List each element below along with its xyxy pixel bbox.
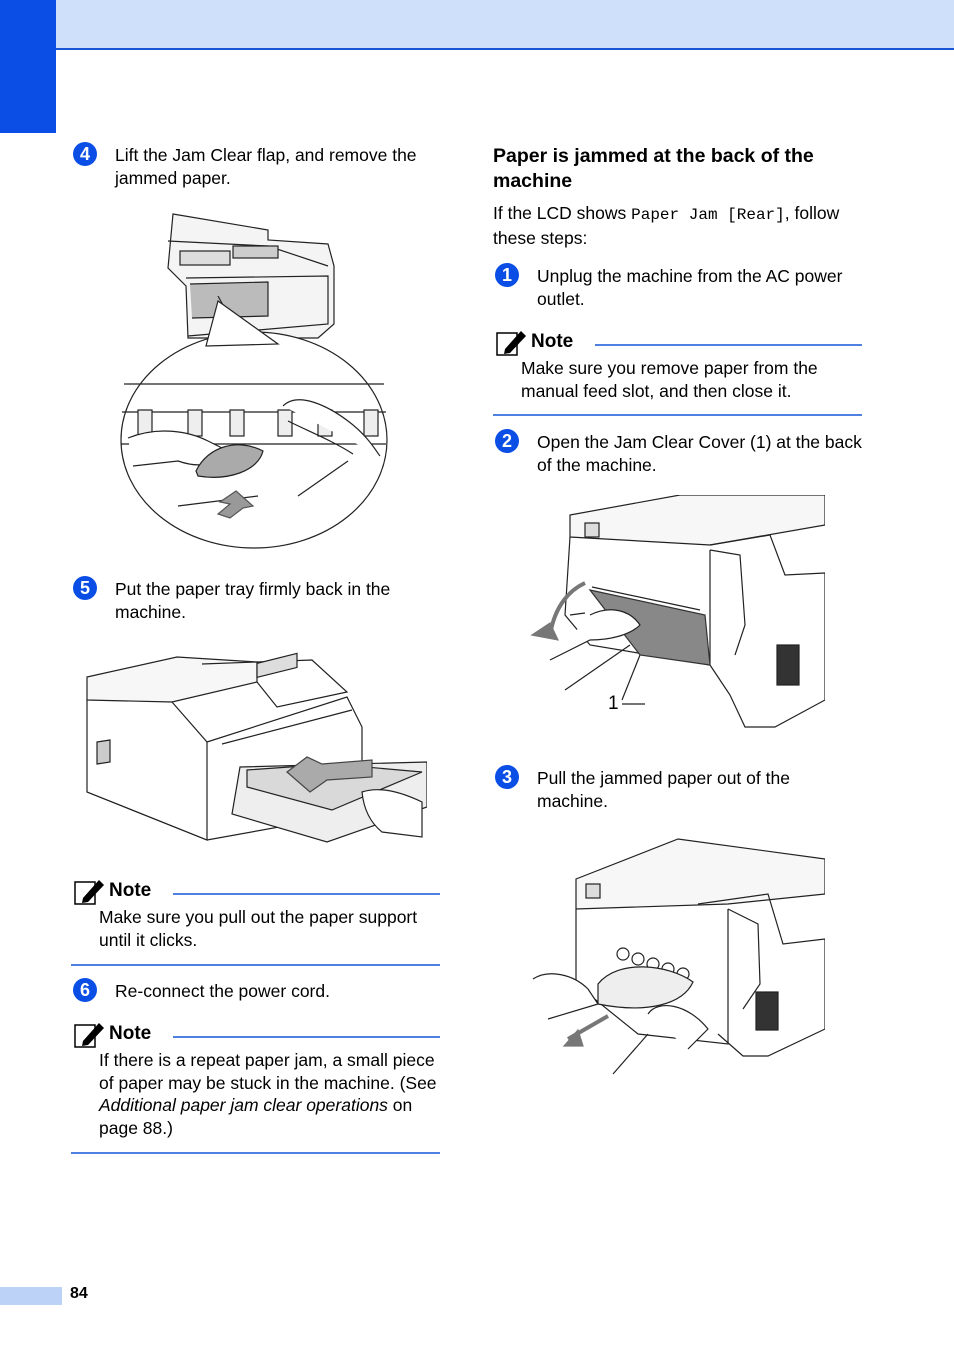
step-text: Pull the jammed paper out of the machine… bbox=[537, 768, 790, 811]
step-number: 4 bbox=[73, 142, 97, 166]
cross-reference-link[interactable]: Additional paper jam clear operations bbox=[99, 1095, 388, 1115]
page-number-band bbox=[0, 1287, 62, 1305]
note-3: Note Make sure you remove paper from the… bbox=[495, 327, 862, 402]
step-number: 5 bbox=[73, 576, 97, 600]
jam-clear-flap-illustration bbox=[120, 213, 388, 549]
note-pencil-icon bbox=[496, 331, 526, 356]
note-2: Note If there is a repeat paper jam, a s… bbox=[73, 1019, 440, 1139]
note-body: Make sure you pull out the paper support… bbox=[99, 907, 418, 950]
note-body-text-end: on page 88.) bbox=[99, 1095, 413, 1138]
note-1-bottom-rule bbox=[71, 964, 440, 966]
step-4: 4 Lift the Jam Clear flap, and remove th… bbox=[73, 142, 443, 190]
step-3: 3 Pull the jammed paper out of the machi… bbox=[495, 765, 863, 813]
note-body: If there is a repeat paper jam, a small … bbox=[99, 1049, 440, 1139]
jam-clear-cover-illustration bbox=[530, 495, 825, 728]
note-title: Note bbox=[109, 880, 152, 901]
step-number: 3 bbox=[495, 765, 519, 789]
intro-text-end: , follow these steps: bbox=[493, 203, 840, 248]
step-text: Lift the Jam Clear flap, and remove the … bbox=[115, 145, 417, 188]
page-number: 84 bbox=[70, 1285, 88, 1302]
note-3-bottom-rule bbox=[493, 414, 862, 416]
note-pencil-icon bbox=[74, 880, 104, 905]
step-1: 1 Unplug the machine from the AC power o… bbox=[495, 263, 863, 311]
step-text: Open the Jam Clear Cover (1) at the back… bbox=[537, 432, 862, 475]
note-pencil-icon bbox=[74, 1023, 104, 1048]
step-number: 2 bbox=[495, 429, 519, 453]
note-title: Note bbox=[531, 331, 574, 352]
step-number: 6 bbox=[73, 978, 97, 1002]
section-heading: Paper is jammed at the back of the machi… bbox=[493, 145, 814, 192]
step-text: Unplug the machine from the AC power out… bbox=[537, 266, 843, 309]
lcd-message: Paper Jam [Rear] bbox=[631, 206, 785, 224]
note-divider bbox=[173, 893, 440, 895]
step-2: 2 Open the Jam Clear Cover (1) at the ba… bbox=[495, 429, 863, 477]
callout-label: 1 bbox=[608, 693, 619, 714]
pull-jammed-paper-illustration bbox=[532, 838, 825, 1075]
header-band bbox=[0, 0, 954, 50]
step-number: 1 bbox=[495, 263, 519, 287]
step-text: Re-connect the power cord. bbox=[115, 981, 330, 1001]
step-5: 5 Put the paper tray firmly back in the … bbox=[73, 576, 443, 624]
intro-paragraph: If the LCD shows Paper Jam [Rear], follo… bbox=[493, 202, 858, 250]
note-divider bbox=[595, 344, 862, 346]
note-1: Note Make sure you pull out the paper su… bbox=[73, 876, 440, 951]
intro-text: If the LCD shows bbox=[493, 203, 632, 223]
note-body: Make sure you remove paper from the manu… bbox=[521, 358, 818, 401]
chapter-tab bbox=[0, 0, 56, 133]
note-title: Note bbox=[109, 1023, 152, 1044]
step-text: Put the paper tray firmly back in the ma… bbox=[115, 579, 391, 622]
step-6: 6 Re-connect the power cord. bbox=[73, 978, 443, 1003]
paper-tray-illustration bbox=[86, 652, 427, 843]
note-divider bbox=[173, 1036, 440, 1038]
jam-clear-cover-illustration-wrap: 1 bbox=[530, 495, 825, 730]
note-2-bottom-rule bbox=[71, 1152, 440, 1154]
note-body-text: If there is a repeat paper jam, a small … bbox=[99, 1050, 437, 1093]
